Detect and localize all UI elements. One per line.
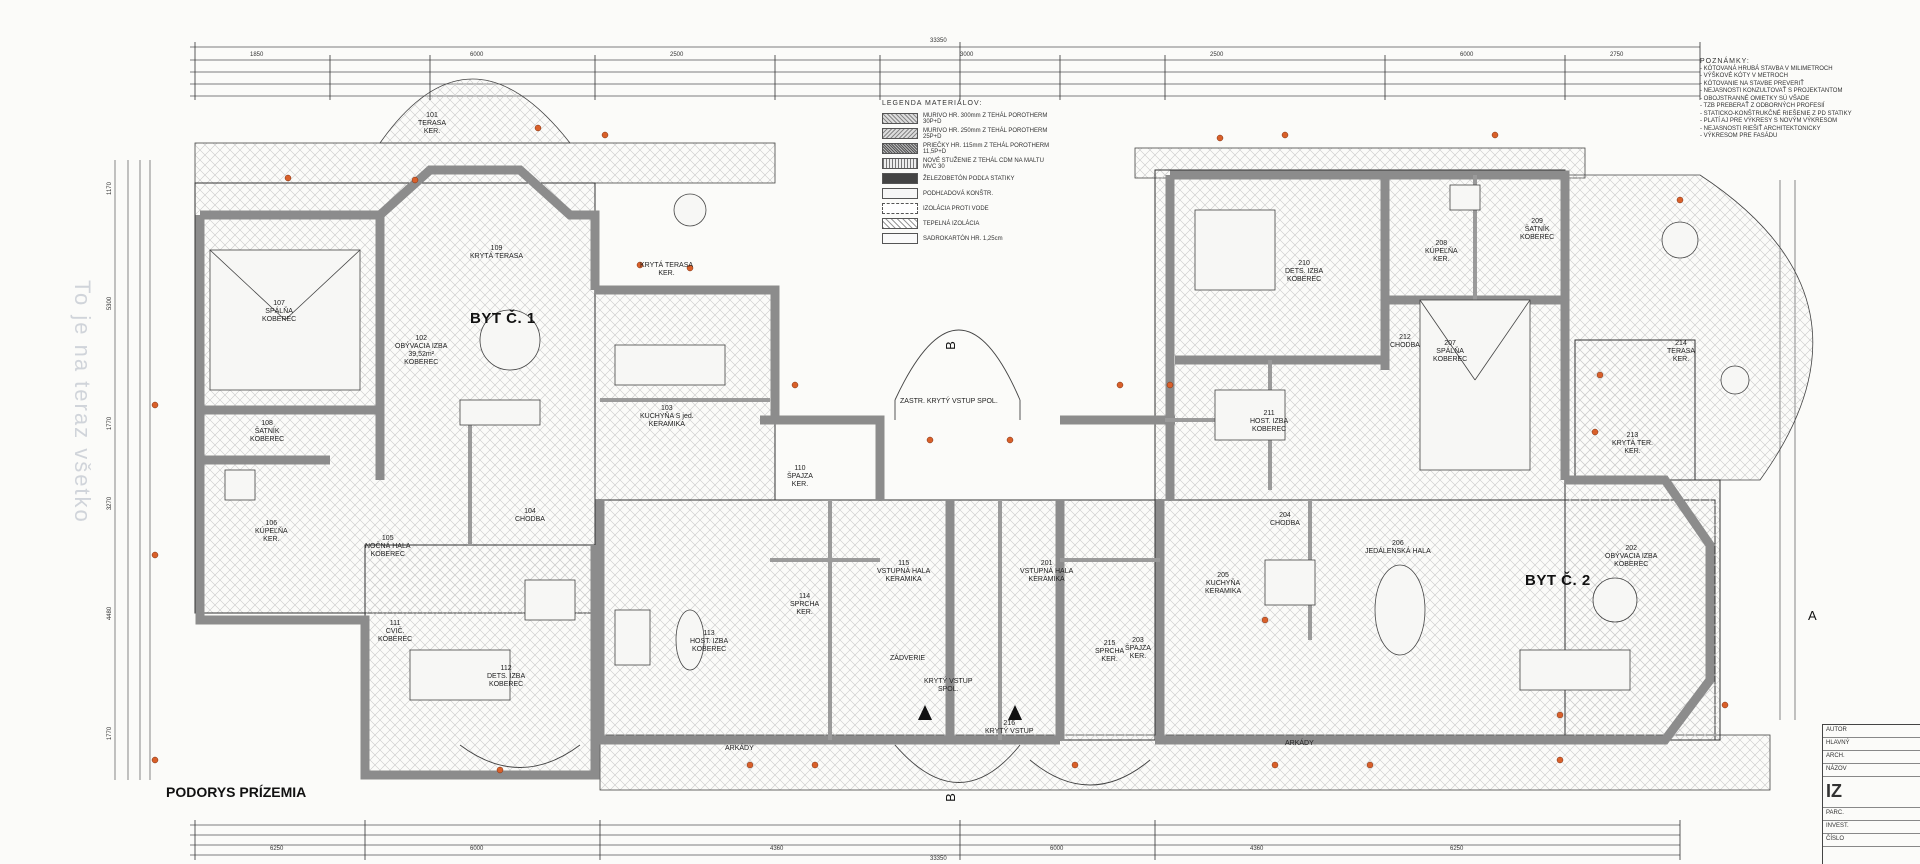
top-dim-6: 2750 <box>1610 52 1624 58</box>
notes-block: POZNÁMKY: - KÓTOVANÁ HRUBÁ STAVBA V MILI… <box>1700 58 1860 141</box>
room-label: ZÁDVERIE <box>890 655 926 662</box>
top-dim-5: 6000 <box>1460 52 1474 58</box>
bottom-total-dimension: 33350 <box>930 856 947 862</box>
section-arrows <box>918 705 1022 720</box>
scan-ghost-text: To je na teraz všetko <box>70 280 95 524</box>
bottom-dim-3: 6000 <box>1050 846 1064 852</box>
bottom-dimension-lines <box>190 824 1680 856</box>
materials-legend: LEGENDA MATERIÁLOV: MURIVO HR. 300mm Z T… <box>882 100 1052 246</box>
legend-item: SADROKARTÓN HR. 1,25cm <box>882 231 1052 246</box>
legend-item: MURIVO HR. 300mm Z TEHÁL POROTHERM 30P+D <box>882 111 1052 126</box>
room-label: ARKÁDY <box>725 745 754 752</box>
entrance-arches <box>459 329 1151 786</box>
section-b-top: B <box>942 341 958 350</box>
left-dim-5: 1770 <box>107 726 114 741</box>
furniture <box>209 184 1750 701</box>
legend-item: ŽELEZOBETÓN PODĽA STATIKY <box>882 171 1052 186</box>
top-dim-2: 2500 <box>670 52 684 58</box>
legend-item: MURIVO HR. 250mm Z TEHÁL POROTHERM 25P+D <box>882 126 1052 141</box>
bottom-dim-2: 4360 <box>770 846 784 852</box>
bottom-dim-5: 6250 <box>1450 846 1464 852</box>
left-dim-2: 1770 <box>107 416 114 431</box>
left-dim-4: 4480 <box>107 606 114 621</box>
legend-item: IZOLÁCIA PROTI VODE <box>882 201 1052 216</box>
dimension-ticks <box>194 42 1701 860</box>
top-dim-3: 3000 <box>960 52 974 58</box>
level-markers <box>151 124 1729 774</box>
section-b-bottom: B <box>942 793 958 802</box>
bottom-dim-1: 6000 <box>470 846 484 852</box>
left-dim-0: 1170 <box>106 182 113 195</box>
legend-title: LEGENDA MATERIÁLOV: <box>882 100 983 107</box>
legend-item: NOVÉ STUŽENIE Z TEHÁL CDM NA MALTU MVC 3… <box>882 156 1052 171</box>
section-a-right: A <box>1808 608 1817 623</box>
room-label: ZASTR. KRYTÝ VSTUP SPOL. <box>900 398 998 405</box>
room-label: ARKÁDY <box>1285 740 1314 747</box>
legend-item: PRIEČKY HR. 115mm Z TEHÁL POROTHERM 11,5… <box>882 141 1052 156</box>
legend-item: TEPELNÁ IZOLÁCIA <box>882 216 1052 231</box>
bottom-dim-0: 6250 <box>270 846 284 852</box>
left-dim-1: 5300 <box>107 296 114 311</box>
legend-item: PODHĽADOVÁ KONŠTR. <box>882 186 1052 201</box>
top-total-dimension: 33350 <box>930 38 947 44</box>
drawing-title: PODORYS PRÍZEMIA <box>166 784 307 800</box>
unit-2-label: BYT Č. 2 <box>1525 572 1591 589</box>
top-dimension-lines <box>190 46 1700 97</box>
bottom-dim-4: 4360 <box>1250 846 1264 852</box>
top-dim-4: 2500 <box>1210 52 1224 58</box>
unit-1-label: BYT Č. 1 <box>470 310 536 327</box>
title-block: AUTOR HLAVNÝ ARCH. NÁZOV IZ PARC. INVEST… <box>1822 724 1920 864</box>
left-dimension-lines <box>114 160 151 780</box>
left-dim-3: 3270 <box>107 496 114 511</box>
notes-title: POZNÁMKY: <box>1700 58 1750 65</box>
top-dim-1: 6000 <box>470 52 484 58</box>
top-dim-0: 1850 <box>250 52 264 58</box>
